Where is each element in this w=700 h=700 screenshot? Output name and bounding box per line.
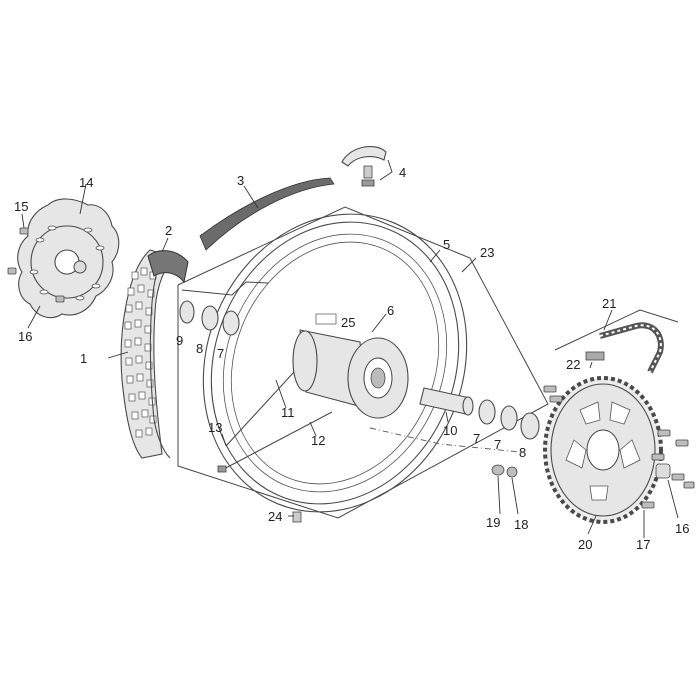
callout-10: 10	[443, 423, 458, 438]
rim-band	[199, 177, 335, 251]
callout-9: 9	[176, 333, 184, 348]
callout-2: 2	[165, 223, 173, 238]
callout-24: 24	[268, 509, 283, 524]
callout-7-right: 7	[494, 437, 502, 452]
right-bearings	[478, 399, 540, 440]
callout-19: 19	[486, 515, 501, 530]
valve-cap	[341, 146, 387, 187]
callout-12: 12	[311, 433, 326, 448]
leader-lines	[21, 159, 679, 538]
inner-tube	[147, 250, 189, 459]
wheel-hub	[292, 329, 409, 419]
callout-17: 17	[636, 537, 651, 552]
callout-15: 15	[14, 199, 29, 214]
callout-8-right: 8	[519, 445, 527, 460]
drive-chain	[554, 309, 679, 374]
sprocket-fasteners	[491, 385, 695, 509]
callout-11: 11	[281, 405, 295, 420]
disc-bolts	[7, 227, 65, 303]
callout-7-mid: 7	[473, 431, 481, 446]
callout-16-sprocket: 16	[675, 521, 690, 536]
tyre	[120, 249, 178, 459]
callout-16-disc: 16	[18, 329, 33, 344]
callout-8-left: 8	[196, 341, 204, 356]
callout-3: 3	[237, 173, 245, 188]
callout-18: 18	[514, 517, 529, 532]
callout-5: 5	[443, 237, 451, 252]
callout-23: 23	[480, 245, 495, 260]
small-parts	[292, 313, 337, 523]
callout-25: 25	[341, 315, 356, 330]
callout-13: 13	[208, 420, 223, 435]
callout-22: 22	[566, 357, 581, 372]
brake-disc	[17, 198, 120, 319]
callout-6: 6	[387, 303, 395, 318]
spokes	[217, 371, 333, 473]
callout-7-left: 7	[217, 346, 225, 361]
callout-14: 14	[79, 175, 94, 190]
callout-1: 1	[80, 351, 88, 366]
rear-sprocket	[543, 376, 663, 524]
left-bearings	[179, 300, 240, 336]
callout-20: 20	[578, 537, 593, 552]
callout-21: 21	[602, 296, 617, 311]
spacer-tube	[419, 387, 474, 416]
callout-4: 4	[399, 165, 407, 180]
